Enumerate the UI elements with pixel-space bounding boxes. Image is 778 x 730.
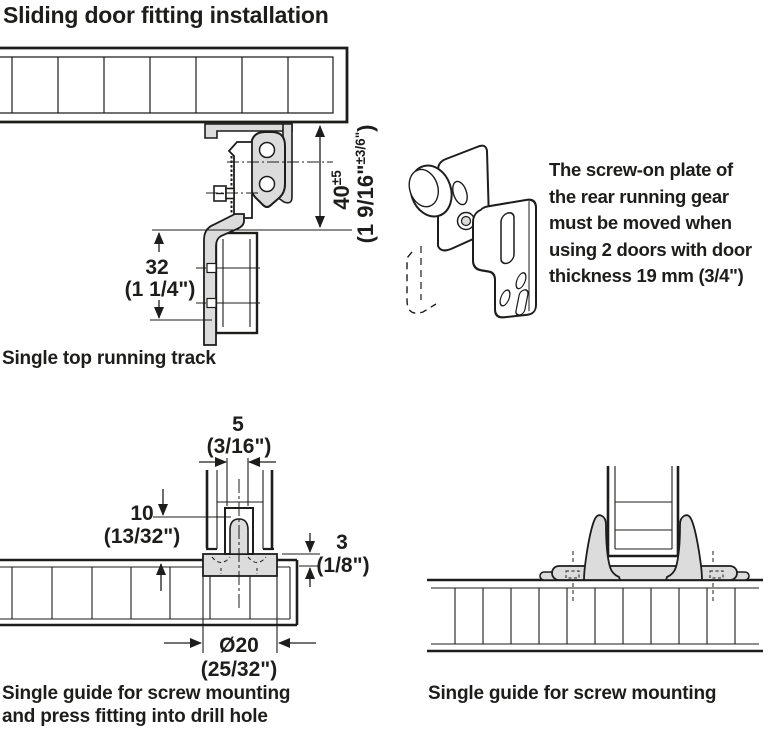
note-line-3: must be moved when	[549, 212, 732, 233]
caption-press-fit-line-2: and press fitting into drill hole	[2, 706, 268, 727]
dim-40-mm-label: 40±5	[329, 170, 354, 210]
dim-3-inch-label: (1/8")	[316, 554, 369, 577]
note-line-4: using 2 doors with door	[549, 238, 752, 260]
dim-32-inch-label: (1 1/4")	[125, 278, 196, 301]
door-outline	[214, 231, 259, 335]
bottom-board-section	[0, 558, 299, 627]
hub-inner	[460, 215, 472, 227]
note-line-2: the rear running gear	[549, 185, 729, 207]
rear-running-gear-isometric	[406, 144, 537, 319]
door-walls-inner	[614, 466, 673, 549]
caption-press-fit-line-1: Single guide for screw mounting	[2, 683, 291, 704]
board-division-lines	[11, 567, 251, 619]
dim-20-mm-label: Ø20	[219, 634, 259, 657]
dimension-5: 5 (3/16")	[199, 413, 276, 506]
door-bottom-right	[606, 466, 680, 558]
caption-screw-guide: Single guide for screw mounting	[428, 683, 717, 704]
dim-40-inch-label: (1 9/16"±3/6")	[353, 125, 378, 244]
dim-3-mm-label: 3	[336, 531, 348, 554]
press-fit-guide-diagram: 5 (3/16") 10 (13/32") 3 (1/8")	[0, 413, 370, 681]
dimension-40: 40±5 (1 9/16"±3/6")	[152, 125, 378, 244]
top-board-section	[0, 46, 349, 124]
running-gear-front	[206, 131, 333, 219]
dim-5-inch-label: (3/16")	[207, 435, 272, 458]
plate-hole-bottom	[258, 175, 276, 193]
door-panel-section	[214, 231, 259, 335]
bottom-slot	[515, 289, 529, 316]
note-line-1: The screw-on plate of	[549, 159, 733, 180]
board-outline	[0, 46, 349, 124]
guide-prong-right	[664, 514, 703, 581]
board-division-lines	[11, 57, 289, 113]
roller-inner	[408, 168, 440, 208]
door-inner-lines	[222, 239, 251, 327]
dimension-10: 10 (13/32")	[104, 489, 231, 591]
plate-hole-top	[258, 141, 276, 159]
note-line-5: thickness 19 mm (3/4")	[549, 265, 744, 286]
dim-10-mm-label: 10	[130, 502, 153, 525]
top-track-diagram: 40±5 (1 9/16"±3/6") 32 (1 1/4")	[0, 46, 378, 346]
caption-press-fit-guide: Single guide for screw mounting and pres…	[2, 682, 291, 728]
bracket-screw-2	[206, 297, 217, 309]
screw-hole-2	[515, 272, 527, 290]
page-title: Sliding door fitting installation	[3, 2, 329, 28]
screw-guide-diagram	[427, 466, 763, 653]
board-outline	[0, 558, 299, 627]
door-bottom-section	[205, 470, 274, 551]
dim-5-mm-label: 5	[232, 413, 244, 436]
rear-gear-note: The screw-on plate of the rear running g…	[549, 157, 752, 290]
board-division-lines	[454, 588, 736, 644]
hidden-door-outline	[406, 246, 437, 314]
roller-wheel	[408, 164, 453, 218]
guide-base	[551, 565, 738, 581]
door-walls-inner	[216, 470, 264, 549]
screw-on-plate	[472, 198, 537, 319]
dim-20-inch-label: (25/32")	[201, 658, 278, 681]
door-division-lines	[615, 501, 672, 550]
countersink-right	[247, 556, 267, 563]
bracket-screw-1	[206, 262, 217, 274]
dimension-diameter-20: Ø20 (25/32")	[164, 634, 316, 681]
door-walls-outer	[205, 470, 274, 548]
slot-shape	[452, 180, 468, 206]
guide-base-plate	[202, 553, 278, 577]
dashed-edge-1	[406, 251, 437, 314]
countersink-left	[211, 556, 231, 563]
dimension-32: 32 (1 1/4")	[125, 232, 212, 321]
dim-32-mm-label: 32	[145, 256, 168, 279]
dimension-3: 3 (1/8")	[282, 531, 370, 587]
guide-screw-marks	[565, 551, 724, 603]
board-inner-lines	[0, 566, 291, 620]
dim-10-inch-label: (13/32")	[104, 525, 181, 548]
door-walls-outer	[606, 466, 680, 556]
screw-head-right	[709, 570, 724, 579]
screw-hole-1	[499, 289, 511, 307]
screw-head-left	[565, 570, 580, 579]
plate-slot	[452, 180, 468, 206]
caption-top-running-track: Single top running track	[2, 348, 216, 369]
long-slot	[500, 212, 515, 265]
guide-prong-left	[583, 514, 622, 581]
board-inner-line	[0, 56, 334, 114]
